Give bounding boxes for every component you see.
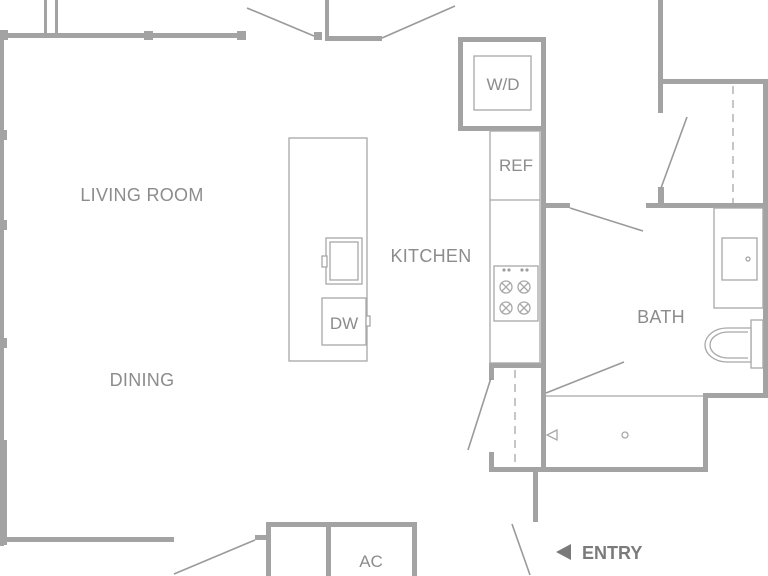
- sink-icon: [321, 237, 363, 285]
- room-label-kitchen: KITCHEN: [390, 246, 471, 266]
- triangle-left-icon: [556, 544, 571, 560]
- appliance-label-refrigerator: REF: [499, 156, 533, 175]
- appliance-label-washer-dryer: W/D: [486, 75, 519, 94]
- door-swings: [173, 5, 688, 576]
- entry-label: ENTRY: [582, 543, 642, 563]
- bath-sink-icon: [721, 237, 758, 281]
- room-label-living-room: LIVING ROOM: [80, 185, 203, 205]
- room-label-bath: BATH: [637, 307, 685, 327]
- tub-fixtures: [545, 428, 629, 442]
- appliance-label-dishwasher: DW: [330, 314, 358, 333]
- interior-lines: [489, 86, 764, 465]
- toilet-icon: [704, 319, 764, 369]
- stove-burners-icon: [493, 265, 539, 322]
- kitchen-island: [288, 137, 371, 362]
- dishwasher-box: [321, 297, 367, 346]
- room-label-dining: DINING: [110, 370, 175, 390]
- washer-dryer: [473, 55, 532, 111]
- appliance-label-air-conditioner: AC: [359, 552, 383, 571]
- entry-marker: ENTRY: [556, 543, 642, 563]
